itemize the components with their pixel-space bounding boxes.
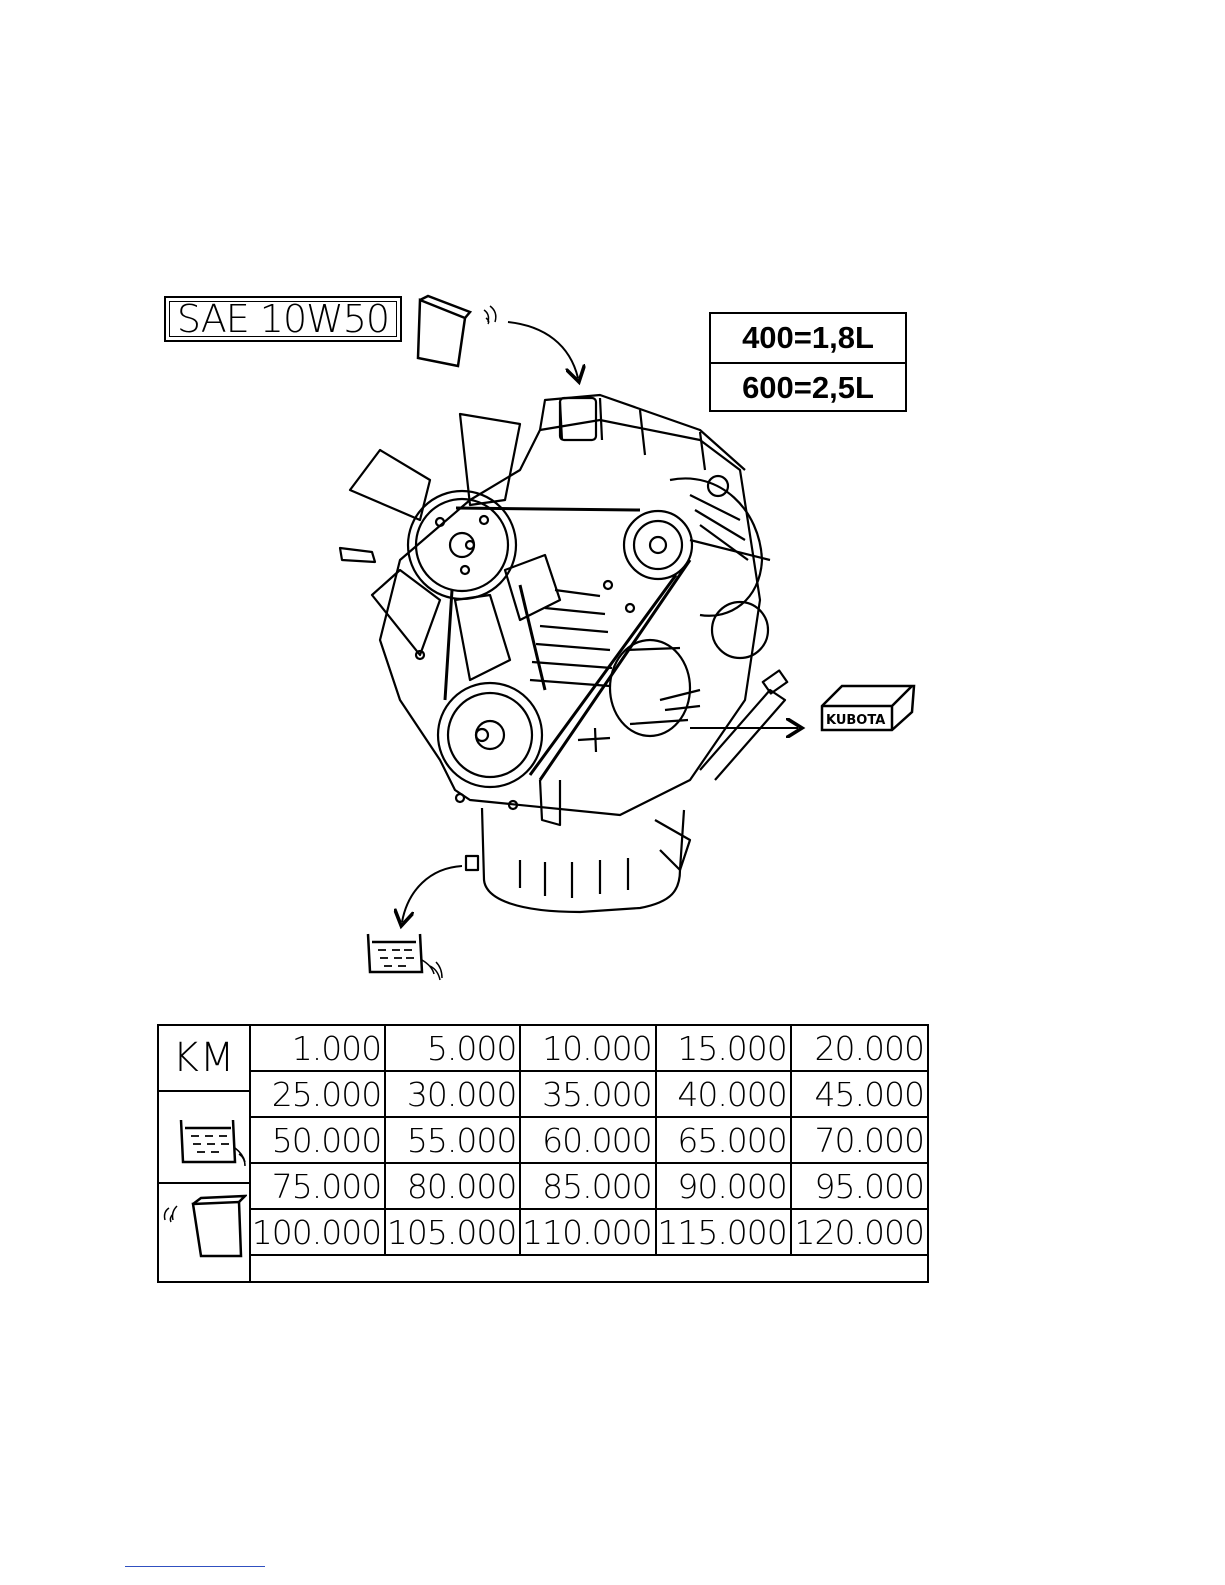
interval-cell: 50.000 [251, 1118, 386, 1164]
interval-cell: 85.000 [521, 1164, 656, 1210]
interval-cell: 70.000 [792, 1118, 927, 1164]
drain-arrow [402, 866, 462, 922]
interval-cell: 105.000 [386, 1210, 521, 1256]
maintenance-schedule-table: KM 1.000 5.000 10.00 [157, 1024, 929, 1283]
interval-cell: 45.000 [792, 1072, 927, 1118]
interval-cell: 100.000 [251, 1210, 386, 1256]
filter-box-label: KUBOTA [826, 713, 885, 728]
interval-cell: 35.000 [521, 1072, 656, 1118]
interval-cell: 55.000 [386, 1118, 521, 1164]
interval-cell: 20.000 [792, 1026, 927, 1072]
interval-cell: 75.000 [251, 1164, 386, 1210]
interval-cell: 65.000 [657, 1118, 792, 1164]
engine-illustration [340, 395, 787, 912]
interval-cell: 95.000 [792, 1164, 927, 1210]
interval-cell: 5.000 [386, 1026, 521, 1072]
interval-cell: 115.000 [657, 1210, 792, 1256]
interval-cell: 120.000 [792, 1210, 927, 1256]
km-header: KM [159, 1026, 249, 1092]
interval-cell: 60.000 [521, 1118, 656, 1164]
interval-grid: 1.000 5.000 10.000 15.000 20.000 25.000 … [251, 1026, 927, 1256]
interval-cell: 15.000 [657, 1026, 792, 1072]
interval-cell: 1.000 [251, 1026, 386, 1072]
oil-can-icon [418, 296, 496, 366]
footer-rule [125, 1566, 265, 1567]
interval-cell: 110.000 [521, 1210, 656, 1256]
drain-pan-icon [159, 1092, 249, 1184]
interval-cell: 10.000 [521, 1026, 656, 1072]
drain-pan-icon [368, 934, 442, 980]
interval-cell: 40.000 [657, 1072, 792, 1118]
schedule-legend-column: KM [159, 1026, 251, 1281]
interval-cell: 90.000 [657, 1164, 792, 1210]
fill-arrow [508, 322, 578, 378]
interval-cell: 30.000 [386, 1072, 521, 1118]
oil-can-icon [159, 1184, 249, 1276]
interval-cell: 25.000 [251, 1072, 386, 1118]
interval-cell: 80.000 [386, 1164, 521, 1210]
